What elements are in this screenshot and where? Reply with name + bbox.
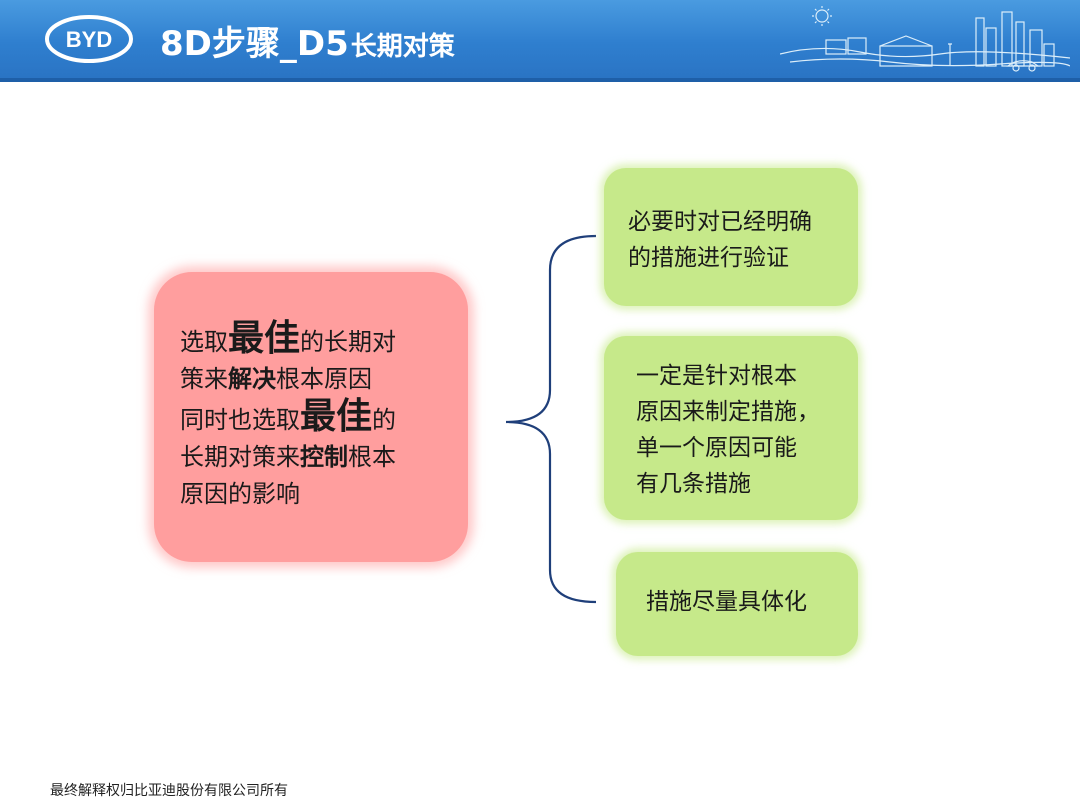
text-segment: 根本 (348, 443, 396, 471)
point-line: 必要时对已经明确 (628, 209, 812, 235)
point-line: 措施尽量具体化 (646, 589, 807, 615)
point-box-root-cause: 一定是针对根本 原因来制定措施， 单一个原因可能 有几条措施 (604, 336, 858, 520)
city-skyline-graphic (780, 6, 1070, 72)
sun-icon (815, 9, 829, 23)
main-line-4: 长期对策来控制根本 (180, 439, 450, 476)
text-segment: 根本原因 (276, 365, 372, 393)
point-box-verify: 必要时对已经明确 的措施进行验证 (604, 168, 858, 306)
point-line: 的措施进行验证 (628, 245, 789, 271)
byd-logo: BYD (45, 15, 133, 63)
slide-title: 8D步骤_D5 长期对策 (160, 16, 455, 64)
point-line: 有几条措施 (636, 471, 751, 497)
main-line-2: 策来解决根本原因 (180, 361, 450, 398)
point-line: 原因来制定措施， (636, 399, 820, 425)
main-line-3: 同时也选取最佳的 (180, 398, 450, 439)
text-segment: 的长期对 (300, 328, 397, 356)
emphasis-control: 控制 (300, 443, 348, 471)
emphasis-best: 最佳 (228, 318, 301, 359)
title-main: 8D步骤_D5 (160, 24, 349, 64)
text-segment: 同时也选取 (180, 406, 300, 434)
footer-copyright: 最终解释权归比亚迪股份有限公司所有 (50, 783, 288, 799)
main-line-5: 原因的影响 (180, 480, 300, 508)
main-objective-box: 选取最佳的长期对 策来解决根本原因 同时也选取最佳的 长期对策来控制根本 原因的… (154, 272, 468, 562)
title-sub: 长期对策 (350, 32, 455, 62)
header-underline (0, 78, 1080, 82)
point-box-specific: 措施尽量具体化 (616, 552, 858, 656)
main-line-1: 选取最佳的长期对 (180, 320, 450, 361)
emphasis-best: 最佳 (300, 396, 373, 437)
curly-brace-connector (505, 234, 597, 604)
emphasis-solve: 解决 (228, 365, 276, 393)
header-bar (0, 0, 1080, 78)
point-line: 单一个原因可能 (636, 435, 797, 461)
text-segment: 的 (372, 406, 397, 434)
text-segment: 长期对策来 (180, 443, 300, 471)
text-segment: 选取 (180, 328, 228, 356)
logo-text: BYD (66, 27, 112, 52)
text-segment: 策来 (180, 365, 228, 393)
point-line: 一定是针对根本 (636, 363, 797, 389)
